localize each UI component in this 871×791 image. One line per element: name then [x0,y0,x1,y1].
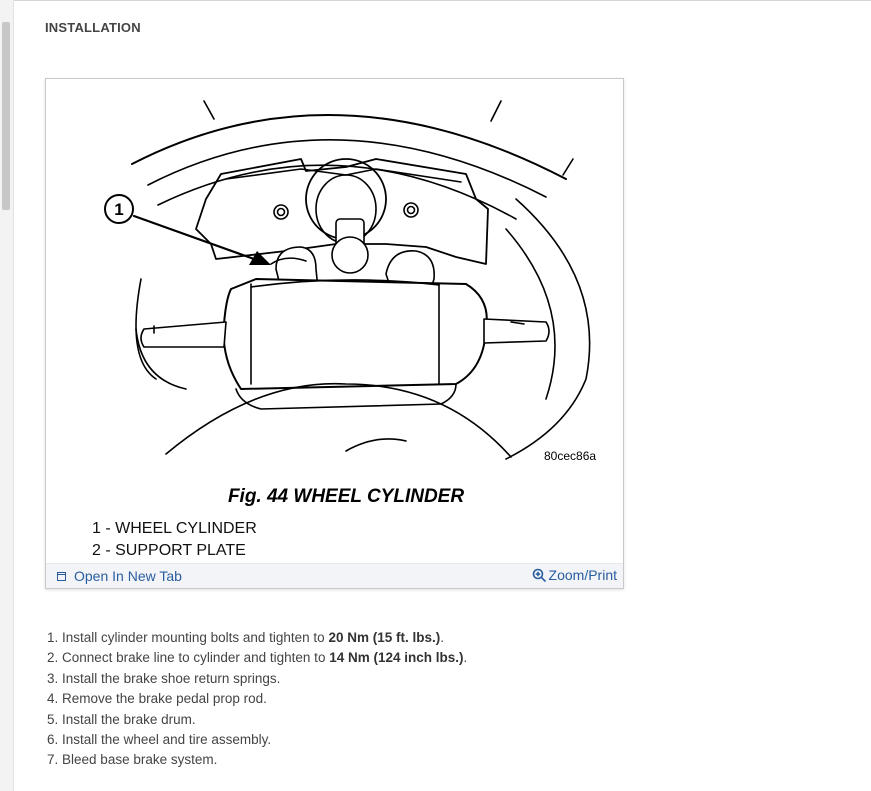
list-item: 4. Remove the brake pedal prop rod. [47,691,267,707]
open-in-new-tab-icon [57,571,66,581]
scrollbar-thumb[interactable] [2,22,10,210]
list-item: 2. Connect brake line to cylinder and ti… [47,650,468,666]
section-title: INSTALLATION [45,20,141,35]
figure-image-code: 80cec86a [544,449,597,463]
left-scrollbar[interactable] [0,0,14,791]
open-in-new-tab-label: Open In New Tab [74,568,182,584]
figure-card: 1 80cec86a Fig. 44 WHEEL CYLINDER 1 - WH… [45,78,624,589]
open-in-new-tab-link[interactable]: Open In New Tab [57,568,182,584]
list-item: 7. Bleed base brake system. [47,752,218,768]
installation-steps-list: 1. Install cylinder mounting bolts and t… [47,628,467,771]
list-item: 3. Install the brake shoe return springs… [47,670,281,686]
top-divider [0,0,871,1]
wheel-cylinder-illustration: 1 [104,100,591,460]
list-item: 5. Install the brake drum. [47,711,196,727]
list-item: 6. Install the wheel and tire assembly. [47,731,272,747]
zoom-print-label: Zoom/Print [548,567,617,583]
figure-toolbar: Open In New Tab Zoom/Print [46,563,623,588]
figure-caption: Fig. 44 WHEEL CYLINDER [227,486,465,507]
zoom-print-link[interactable]: Zoom/Print [532,567,617,583]
legend-item: 2 - SUPPORT PLATE [92,542,246,559]
callout-number: 1 [114,200,123,219]
list-item: 1. Install cylinder mounting bolts and t… [47,630,444,645]
zoom-in-icon [532,568,546,582]
legend-item: 1 - WHEEL CYLINDER [92,520,257,537]
